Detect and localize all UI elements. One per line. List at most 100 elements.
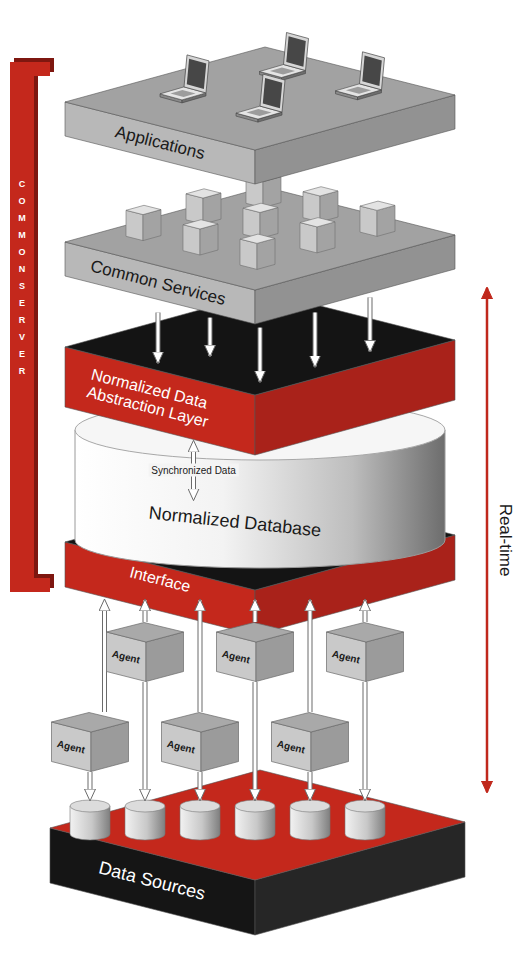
- laptop-icon: [336, 52, 385, 100]
- cube-front: [360, 206, 377, 236]
- service-arrow: [209, 318, 212, 356]
- data-sources-slab: [50, 770, 465, 935]
- laptops: [160, 33, 385, 123]
- cube-front: [183, 225, 200, 255]
- applications-slab: [65, 47, 455, 184]
- service-arrow: [369, 297, 372, 351]
- axis-label: Real-time: [495, 504, 515, 577]
- services-slab: [65, 187, 455, 324]
- agent-top: [327, 623, 404, 643]
- storage-cylinder: [125, 800, 165, 840]
- connector-arrow: [254, 682, 257, 800]
- layer-label: Data Sources: [50, 800, 450, 935]
- laptop-screen-frame: [184, 55, 209, 93]
- service-cube: [126, 205, 161, 240]
- layer-label: Interface: [80, 560, 420, 600]
- service-cube: [303, 187, 338, 222]
- agent-box: Agent: [271, 712, 349, 772]
- connector-arrow: [364, 682, 367, 800]
- connector-arrow: [89, 772, 92, 800]
- cylinder-top: [180, 800, 220, 812]
- cylinder-top: [235, 800, 275, 812]
- cube-side: [320, 191, 338, 222]
- service-arrows: [210, 297, 370, 381]
- layer-label: Normalized Database: [145, 500, 325, 545]
- cylinder-top: [125, 800, 165, 812]
- layer-title: Data Sources: [97, 858, 208, 905]
- cube-front: [126, 210, 143, 240]
- layer-label: Normalized Data Abstraction Layer: [82, 363, 242, 441]
- connector-arrow: [199, 600, 202, 712]
- cube-side: [317, 222, 335, 253]
- laptop-screen-frame: [260, 74, 285, 112]
- cube-front: [240, 239, 257, 269]
- agent-box: Agent: [106, 622, 184, 682]
- cube-top: [300, 218, 335, 227]
- agent-top: [162, 713, 239, 733]
- storage-cylinder: [70, 800, 110, 840]
- cube-front: [300, 223, 317, 253]
- service-cube: [183, 220, 218, 255]
- cube-top: [183, 220, 218, 229]
- cube-side: [200, 224, 218, 255]
- cube-top: [240, 234, 275, 243]
- service-cube: [300, 218, 335, 253]
- agent-top: [272, 713, 349, 733]
- layer-label: Common Services: [85, 253, 230, 312]
- service-cube: [240, 234, 275, 269]
- cube-side: [143, 210, 161, 241]
- laptop-screen-frame: [360, 52, 385, 90]
- cube-top: [360, 201, 395, 210]
- bracket-face: [10, 62, 50, 592]
- laptop-screen: [362, 56, 382, 87]
- cube-side: [377, 205, 395, 236]
- cylinder-top: [345, 800, 385, 812]
- cube-top: [126, 205, 161, 214]
- edge-label: Synchronized Data: [148, 464, 239, 477]
- agent-box: Agent: [216, 622, 294, 682]
- cube-top: [186, 189, 221, 198]
- laptop-icon: [260, 33, 309, 81]
- storage-cylinder: [235, 800, 275, 840]
- laptop-keyboard: [270, 68, 295, 75]
- laptop-keyboard: [246, 109, 271, 116]
- service-cube: [186, 189, 221, 224]
- laptop-screen-frame: [284, 33, 309, 71]
- cylinder-top: [290, 800, 330, 812]
- connector-arrow: [144, 682, 147, 800]
- cube-top: [243, 203, 278, 212]
- laptop-screen: [286, 36, 306, 67]
- laptop-icon: [236, 74, 285, 122]
- agent-box: Agent: [161, 712, 239, 772]
- agent-top: [52, 713, 129, 733]
- storage-cylinder: [345, 800, 385, 840]
- bracket-label: COMMON SERVER: [18, 176, 27, 380]
- connector-arrow: [103, 600, 106, 712]
- layer-title: Applications: [113, 122, 207, 163]
- agent-box: Agent: [51, 712, 129, 772]
- cube-side: [257, 238, 275, 269]
- laptop-icon: [160, 55, 209, 103]
- layer-title: Interface: [128, 563, 193, 596]
- connector-arrow: [364, 600, 367, 622]
- storage-cylinder: [180, 800, 220, 840]
- layer-title: Normalized Data Abstraction Layer: [85, 366, 239, 438]
- storage-cylinders: [70, 800, 385, 840]
- connector-arrow: [309, 600, 312, 712]
- service-arrow: [259, 328, 262, 382]
- service-arrow: [314, 313, 317, 367]
- laptop-screen: [187, 59, 207, 89]
- service-cubes: [126, 172, 395, 269]
- laptop-screen: [263, 78, 283, 108]
- agent-top: [217, 623, 294, 643]
- connector-arrow: [199, 772, 202, 800]
- service-cube: [243, 203, 278, 238]
- laptop-keyboard: [170, 90, 195, 97]
- layer-label: Applications: [110, 119, 210, 166]
- cube-side: [260, 208, 278, 239]
- storage-cylinder: [290, 800, 330, 840]
- cube-top: [303, 187, 338, 196]
